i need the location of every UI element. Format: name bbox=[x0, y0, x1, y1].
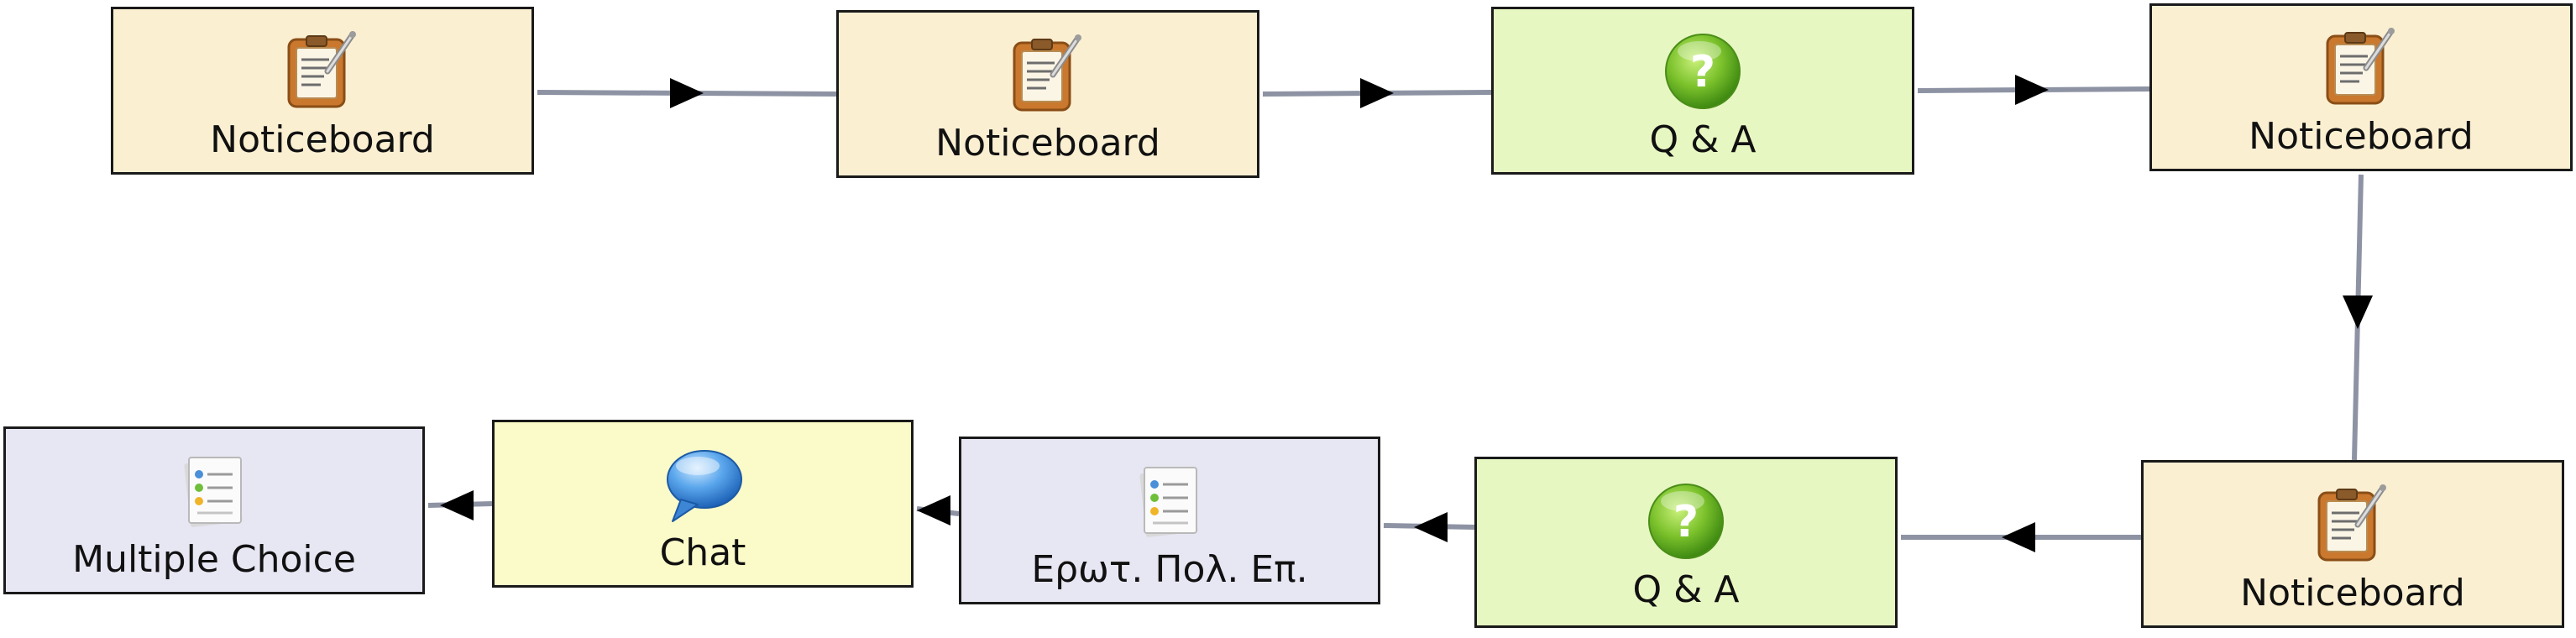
connector-line bbox=[916, 506, 960, 516]
noticeboard-icon bbox=[276, 29, 369, 113]
activity-node-noticeboard[interactable]: Noticeboard bbox=[2141, 460, 2564, 628]
arrowhead bbox=[1414, 512, 1448, 542]
connector-n2-n3 bbox=[1262, 78, 1492, 108]
activity-node-noticeboard[interactable]: Noticeboard bbox=[111, 7, 534, 175]
connector-n1-n2 bbox=[537, 78, 837, 108]
node-label: Multiple Choice bbox=[72, 538, 356, 581]
noticeboard-icon bbox=[2306, 483, 2399, 567]
arrowhead bbox=[440, 490, 474, 520]
noticeboard-icon bbox=[2315, 26, 2407, 110]
activity-node-noticeboard[interactable]: Noticeboard bbox=[2149, 3, 2573, 171]
question-icon bbox=[1640, 479, 1732, 563]
connector-n4-n5 bbox=[2343, 174, 2373, 461]
checklist-icon bbox=[1123, 459, 1216, 543]
connector-line bbox=[2352, 174, 2364, 461]
node-label: Noticeboard bbox=[2240, 572, 2465, 614]
node-label: Noticeboard bbox=[935, 122, 1160, 165]
arrowhead bbox=[2002, 522, 2035, 552]
arrowhead bbox=[2343, 295, 2373, 329]
activity-node-chat[interactable]: Chat bbox=[492, 420, 914, 588]
connector-n7-n8 bbox=[916, 495, 960, 526]
node-label: Noticeboard bbox=[210, 118, 435, 161]
connector-n3-n4 bbox=[1917, 75, 2150, 105]
connector-line bbox=[427, 501, 493, 508]
connector-n5-n6 bbox=[1901, 522, 2141, 552]
arrowhead bbox=[1360, 78, 1394, 108]
node-label: Q & A bbox=[1632, 568, 1740, 611]
activity-node-qa[interactable]: Q & A bbox=[1491, 7, 1914, 175]
connector-line bbox=[1383, 523, 1475, 530]
node-label: Q & A bbox=[1649, 118, 1757, 161]
checklist-icon bbox=[168, 449, 260, 533]
arrowhead bbox=[2015, 75, 2049, 105]
activity-node-multiple-choice[interactable]: Multiple Choice bbox=[3, 426, 425, 594]
activity-node-noticeboard[interactable]: Noticeboard bbox=[836, 10, 1259, 178]
activity-node-qa[interactable]: Q & A bbox=[1474, 457, 1898, 628]
node-label: Noticeboard bbox=[2249, 115, 2474, 158]
connector-n6-n7 bbox=[1383, 512, 1475, 542]
node-label: Ερωτ. Πολ. Επ. bbox=[1031, 548, 1308, 591]
question-icon bbox=[1657, 29, 1749, 113]
arrowhead bbox=[917, 495, 950, 526]
connector-line bbox=[1262, 90, 1492, 97]
noticeboard-icon bbox=[1002, 33, 1094, 117]
connector-line bbox=[1917, 86, 2150, 93]
connector-line bbox=[537, 90, 837, 97]
activity-node-multiple-choice[interactable]: Ερωτ. Πολ. Επ. bbox=[959, 437, 1380, 604]
chat-bubble-icon bbox=[657, 442, 749, 526]
arrowhead bbox=[670, 78, 704, 108]
connector-n8-n9 bbox=[427, 490, 493, 520]
node-label: Chat bbox=[659, 531, 746, 574]
